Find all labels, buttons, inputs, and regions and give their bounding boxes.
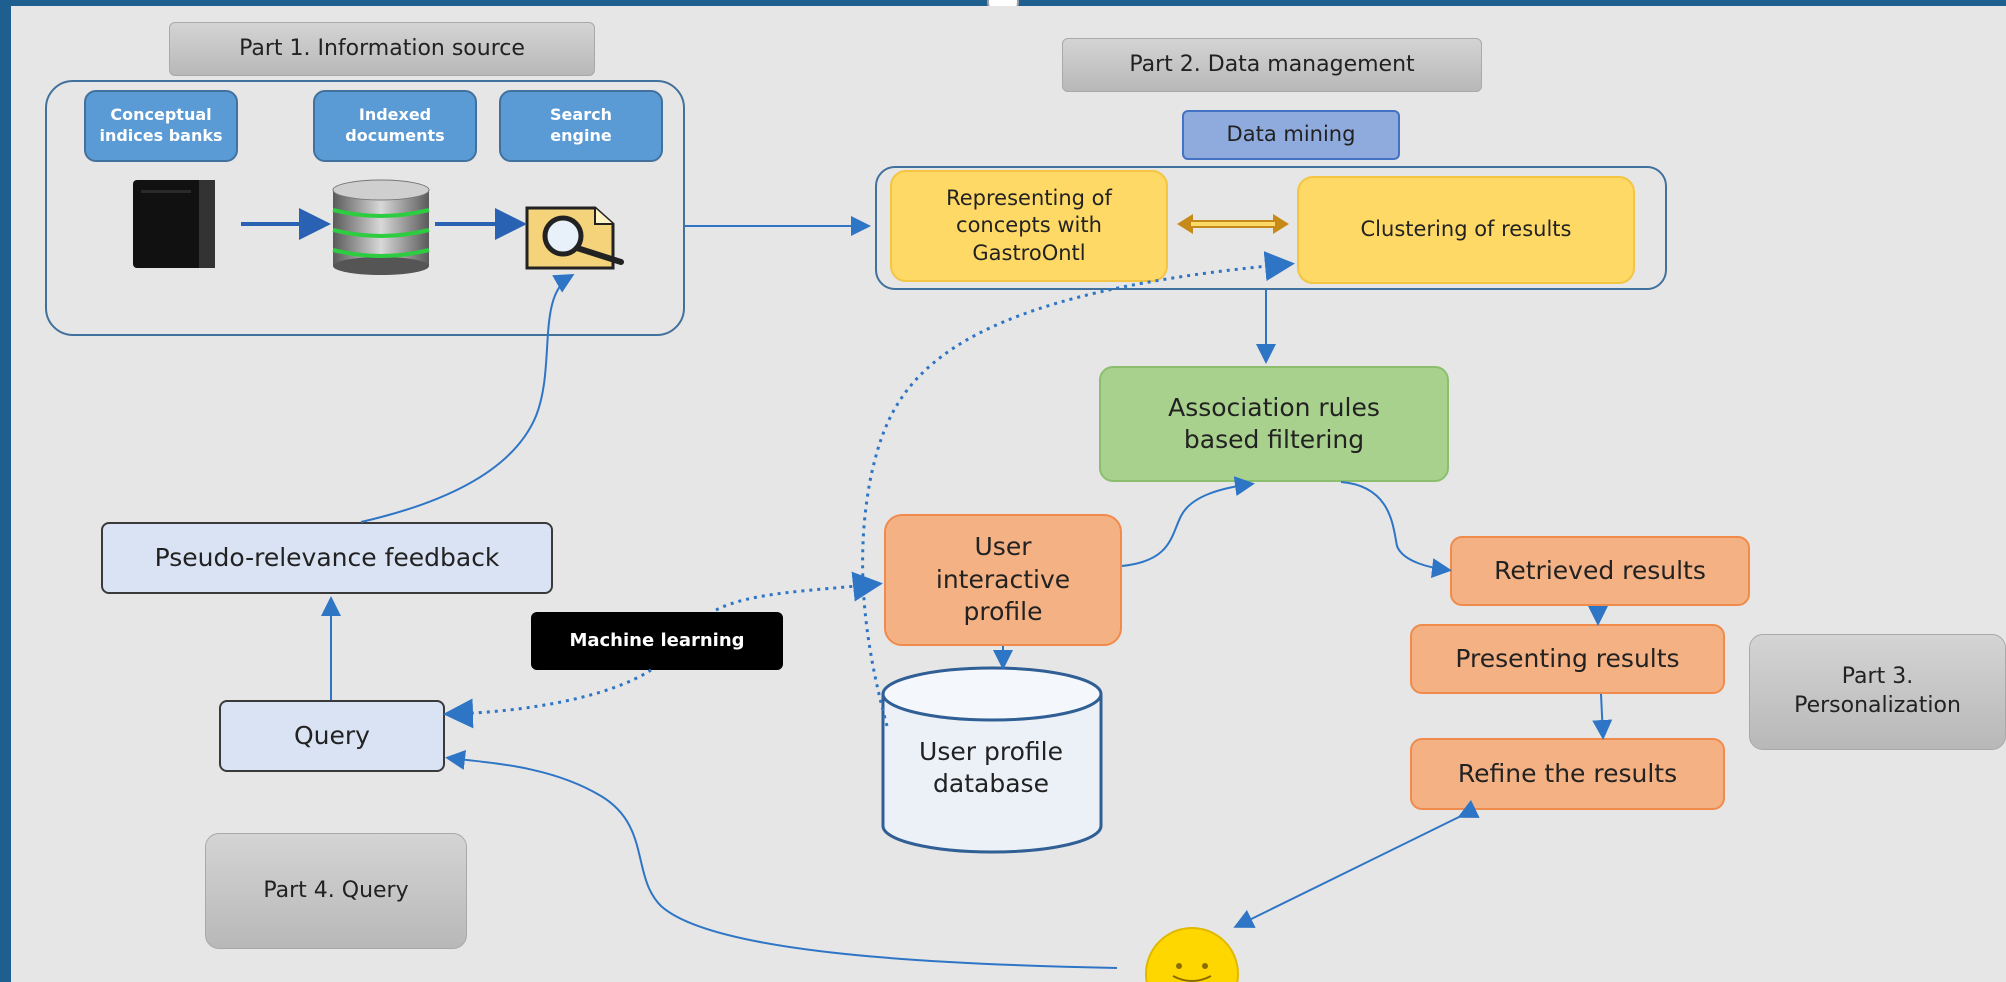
smiley-face-icon xyxy=(1145,927,1239,982)
clustering-results-box: Clustering of results xyxy=(1297,176,1635,284)
data-mining-label: Data mining xyxy=(1182,110,1400,160)
part3-label: Part 3. Personalization xyxy=(1749,634,2006,750)
association-rules-box: Association rules based filtering xyxy=(1099,366,1449,482)
part1-label: Part 1. Information source xyxy=(169,22,595,76)
user-interactive-profile-box: User interactive profile xyxy=(884,514,1122,646)
diagram-canvas: Part 1. Information source Conceptual in… xyxy=(11,6,2006,982)
retrieved-results-box: Retrieved results xyxy=(1450,536,1750,606)
user-profile-database-label: User profile database xyxy=(919,736,1063,799)
part4-label: Part 4. Query xyxy=(205,833,467,949)
server-icon xyxy=(133,180,215,268)
data-mining-frame xyxy=(875,166,1667,290)
user-profile-database-cylinder xyxy=(881,666,1103,854)
presenting-results-box: Presenting results xyxy=(1410,624,1725,694)
query-box: Query xyxy=(219,700,445,772)
machine-learning-label: Machine learning xyxy=(531,612,783,670)
tile-indexed-documents: Indexed documents xyxy=(313,90,477,162)
part2-label: Part 2. Data management xyxy=(1062,38,1482,92)
connector-arrows xyxy=(241,208,1613,969)
bidirectional-arrow xyxy=(1177,214,1289,234)
search-engine-icon xyxy=(525,206,624,270)
pseudo-relevance-feedback-box: Pseudo-relevance feedback xyxy=(101,522,553,594)
representing-concepts-box: Representing of concepts with GastroOntl xyxy=(890,170,1168,282)
part1-frame xyxy=(45,80,685,336)
refine-results-box: Refine the results xyxy=(1410,738,1725,810)
tile-search-engine: Search engine xyxy=(499,90,663,162)
tile-conceptual-indices: Conceptual indices banks xyxy=(84,90,238,162)
database-icon xyxy=(332,179,430,275)
